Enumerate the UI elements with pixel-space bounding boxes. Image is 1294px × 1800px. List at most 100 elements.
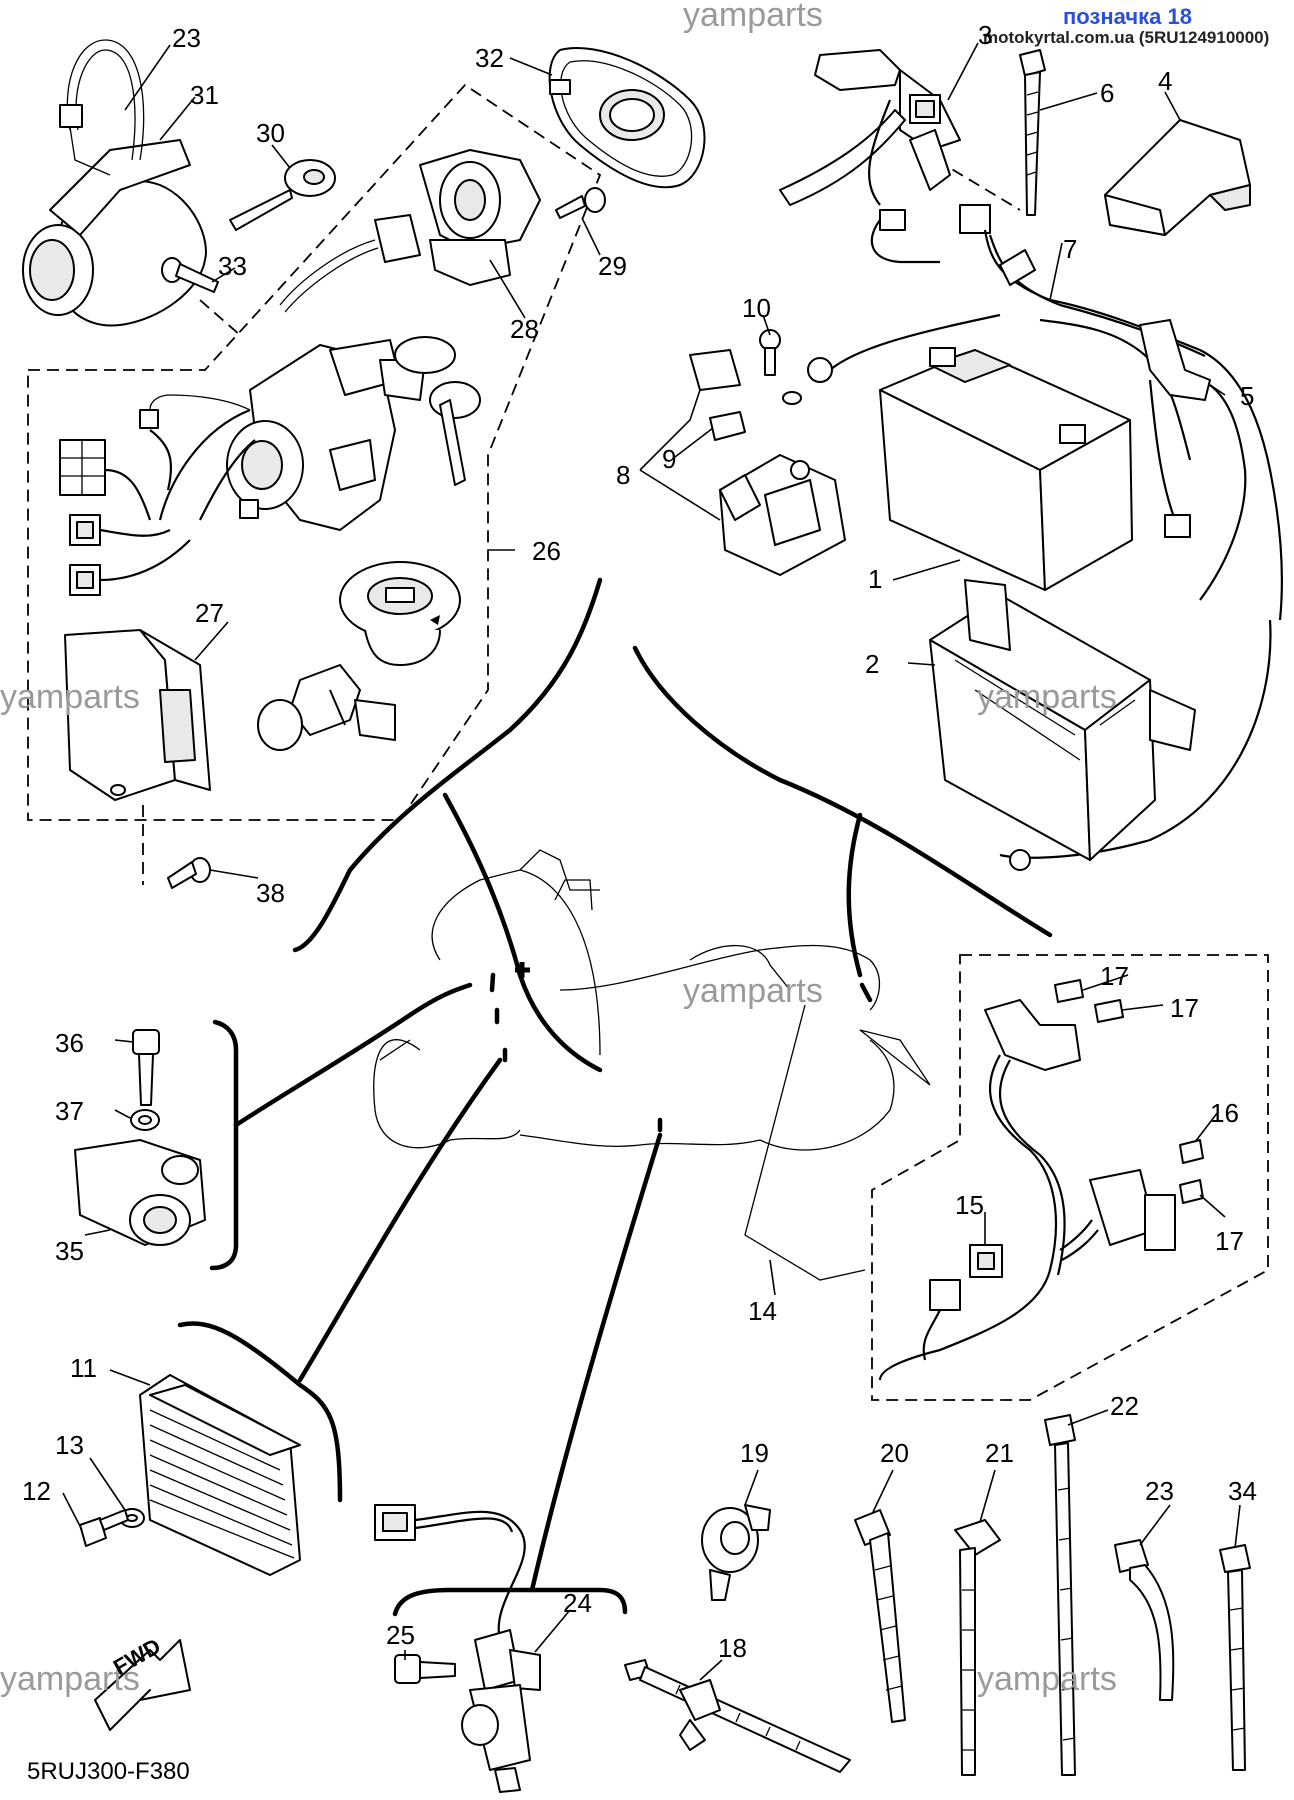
part-6-cable-tie bbox=[1019, 49, 1046, 216]
callout-32: 32 bbox=[475, 43, 504, 73]
callout-19: 19 bbox=[740, 1438, 769, 1468]
callout-29: 29 bbox=[598, 251, 627, 281]
part-21-cable-tie bbox=[954, 1519, 1001, 1776]
part-15-fuse bbox=[969, 1244, 1003, 1278]
callout-34: 34 bbox=[1228, 1476, 1257, 1506]
callout-33: 33 bbox=[218, 251, 247, 281]
callout-12: 12 bbox=[22, 1476, 51, 1506]
callout-17-b: 17 bbox=[1170, 993, 1199, 1023]
callout-24: 24 bbox=[563, 1588, 592, 1618]
group-box-26 bbox=[27, 83, 602, 821]
watermark-right: yamparts bbox=[977, 678, 1117, 716]
callout-11: 11 bbox=[70, 1353, 97, 1383]
part-26-ignition-assembly bbox=[59, 336, 481, 596]
callout-31: 31 bbox=[190, 80, 219, 110]
callout-28: 28 bbox=[510, 314, 539, 344]
callout-10: 10 bbox=[742, 293, 771, 323]
part-seat-lock bbox=[257, 664, 396, 751]
part-36-bolt bbox=[132, 1029, 160, 1106]
callout-38: 38 bbox=[256, 878, 285, 908]
part-35-tilt-sensor bbox=[74, 1139, 206, 1246]
callout-2: 2 bbox=[865, 649, 880, 679]
part-17-fuse-c bbox=[1179, 1179, 1204, 1204]
part-lock-cylinder bbox=[339, 561, 461, 666]
callout-23-top: 23 bbox=[172, 23, 201, 53]
part-19-clamp bbox=[701, 1504, 771, 1601]
callout-5: 5 bbox=[1240, 381, 1255, 411]
watermark-left: yamparts bbox=[0, 678, 140, 716]
scooter-outline bbox=[373, 849, 931, 1151]
callout-7: 7 bbox=[1063, 234, 1078, 264]
part-34-cable-tie bbox=[1219, 1544, 1251, 1771]
part-8-starter-relay bbox=[719, 454, 846, 576]
bracket-lines bbox=[177, 577, 1053, 1617]
callout-37: 37 bbox=[55, 1096, 84, 1126]
callout-3: 3 bbox=[978, 20, 993, 50]
callout-1: 1 bbox=[868, 564, 883, 594]
callout-16: 16 bbox=[1210, 1098, 1239, 1128]
callout-17-c: 17 bbox=[1215, 1226, 1244, 1256]
callout-27: 27 bbox=[195, 598, 224, 628]
callout-15: 15 bbox=[955, 1190, 984, 1220]
reference-label: позначка 18 bbox=[1063, 4, 1192, 29]
part-37-washer bbox=[130, 1109, 160, 1131]
part-12-bolt bbox=[79, 1509, 129, 1547]
callout-8: 8 bbox=[616, 460, 631, 490]
watermark-top: yamparts bbox=[683, 0, 823, 34]
part-20-cable-tie bbox=[854, 1509, 906, 1723]
part-17-fuse-a bbox=[1054, 979, 1084, 1003]
part-17-fuse-b bbox=[1094, 999, 1124, 1023]
diagram-code: 5RUJ300-F380 bbox=[27, 1758, 190, 1785]
part-3-connector-bracket bbox=[779, 49, 961, 206]
part-25-bolt bbox=[394, 1654, 456, 1684]
part-9-fuse bbox=[709, 411, 746, 441]
part-23-cable-tie bbox=[1114, 1539, 1175, 1701]
part-32-cover bbox=[548, 47, 706, 189]
callout-21: 21 bbox=[985, 1438, 1014, 1468]
callout-4: 4 bbox=[1158, 66, 1173, 96]
callout-25: 25 bbox=[386, 1620, 415, 1650]
part-30-key bbox=[229, 159, 336, 231]
part-18-cable-tie bbox=[624, 1659, 851, 1773]
watermark-center: yamparts bbox=[683, 972, 823, 1010]
part-38-screw bbox=[167, 857, 211, 889]
callout-18: 18 bbox=[718, 1633, 747, 1663]
part-1-battery bbox=[879, 347, 1133, 591]
callout-22: 22 bbox=[1110, 1391, 1139, 1421]
part-2-battery-box bbox=[929, 579, 1196, 861]
callout-13: 13 bbox=[55, 1430, 84, 1460]
callout-14: 14 bbox=[748, 1296, 777, 1326]
part-14-sub-harness bbox=[878, 999, 1176, 1381]
callout-17-a: 17 bbox=[1100, 961, 1129, 991]
part-10-bolt bbox=[759, 329, 781, 376]
callout-leaders bbox=[62, 42, 1241, 1681]
part-fuse-box-cover bbox=[689, 349, 741, 391]
part-24-sensor bbox=[374, 1504, 541, 1793]
group-box-14 bbox=[871, 954, 1269, 1401]
callout-6: 6 bbox=[1100, 78, 1115, 108]
callout-30: 30 bbox=[256, 118, 285, 148]
part-11-rectifier bbox=[139, 1374, 301, 1576]
part-29-screw bbox=[555, 187, 606, 219]
watermark-bottom-left: yamparts bbox=[0, 1660, 140, 1698]
part-28-main-switch bbox=[279, 149, 541, 313]
part-22-cable-tie bbox=[1044, 1414, 1076, 1776]
part-31-headlight-socket bbox=[22, 39, 207, 327]
fwd-arrow-icon bbox=[94, 1639, 191, 1731]
wire-harness-top bbox=[782, 204, 1284, 871]
part-16-fuse bbox=[1179, 1139, 1204, 1164]
callout-23-bottom: 23 bbox=[1145, 1476, 1174, 1506]
leader-33-dash bbox=[199, 299, 241, 336]
part-33-screw bbox=[161, 257, 219, 293]
part-27-cdi-unit bbox=[64, 629, 211, 801]
source-line: motokyrtal.com.ua (5RU124910000) bbox=[983, 28, 1270, 47]
callout-20: 20 bbox=[880, 1438, 909, 1468]
callout-35: 35 bbox=[55, 1236, 84, 1266]
callout-9: 9 bbox=[662, 444, 677, 474]
watermark-bottom-right: yamparts bbox=[977, 1660, 1117, 1698]
callout-36: 36 bbox=[55, 1028, 84, 1058]
callout-26: 26 bbox=[532, 536, 561, 566]
part-4-battery-cover bbox=[1104, 119, 1251, 236]
